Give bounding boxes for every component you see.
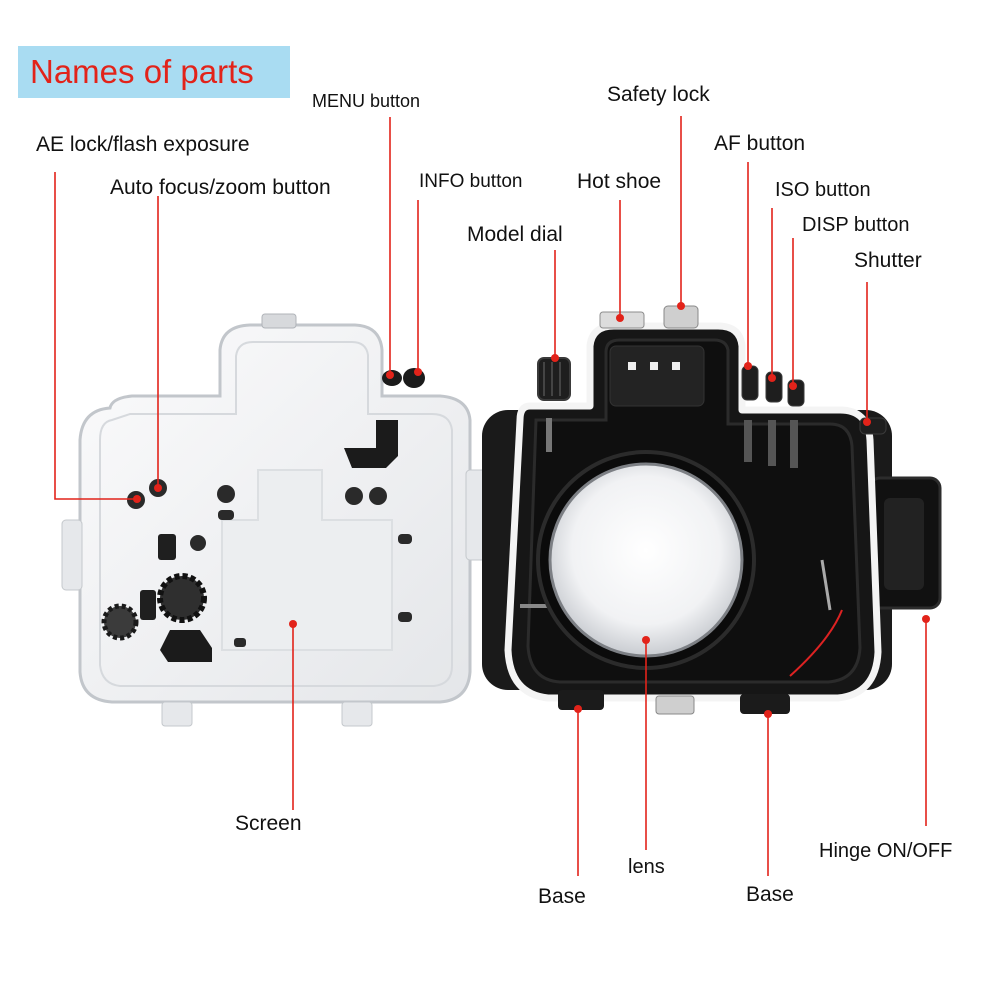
label-lens: lens	[628, 856, 665, 878]
leader-lines	[54, 116, 927, 876]
back-housing	[61, 313, 487, 727]
label-base-left: Base	[538, 885, 586, 908]
title-banner	[18, 46, 290, 98]
label-info-button: INFO button	[419, 171, 523, 192]
label-model-dial: Model dial	[467, 223, 563, 246]
label-hinge: Hinge ON/OFF	[819, 840, 953, 862]
label-ae-lock: AE lock/flash exposure	[36, 133, 250, 156]
label-hot-shoe: Hot shoe	[577, 170, 662, 193]
leader-dots	[133, 302, 930, 718]
label-auto-focus-zoom: Auto focus/zoom button	[110, 176, 331, 199]
label-iso-button: ISO button	[775, 179, 871, 201]
diagram-title: Names of parts	[30, 53, 254, 90]
label-shutter: Shutter	[854, 249, 922, 272]
label-disp-button: DISP button	[802, 214, 910, 236]
label-screen: Screen	[235, 812, 302, 835]
label-safety-lock: Safety lock	[607, 83, 710, 106]
label-menu-button: MENU button	[312, 91, 421, 111]
front-housing	[482, 305, 942, 715]
label-base-right: Base	[746, 883, 794, 906]
label-af-button: AF button	[714, 132, 806, 155]
